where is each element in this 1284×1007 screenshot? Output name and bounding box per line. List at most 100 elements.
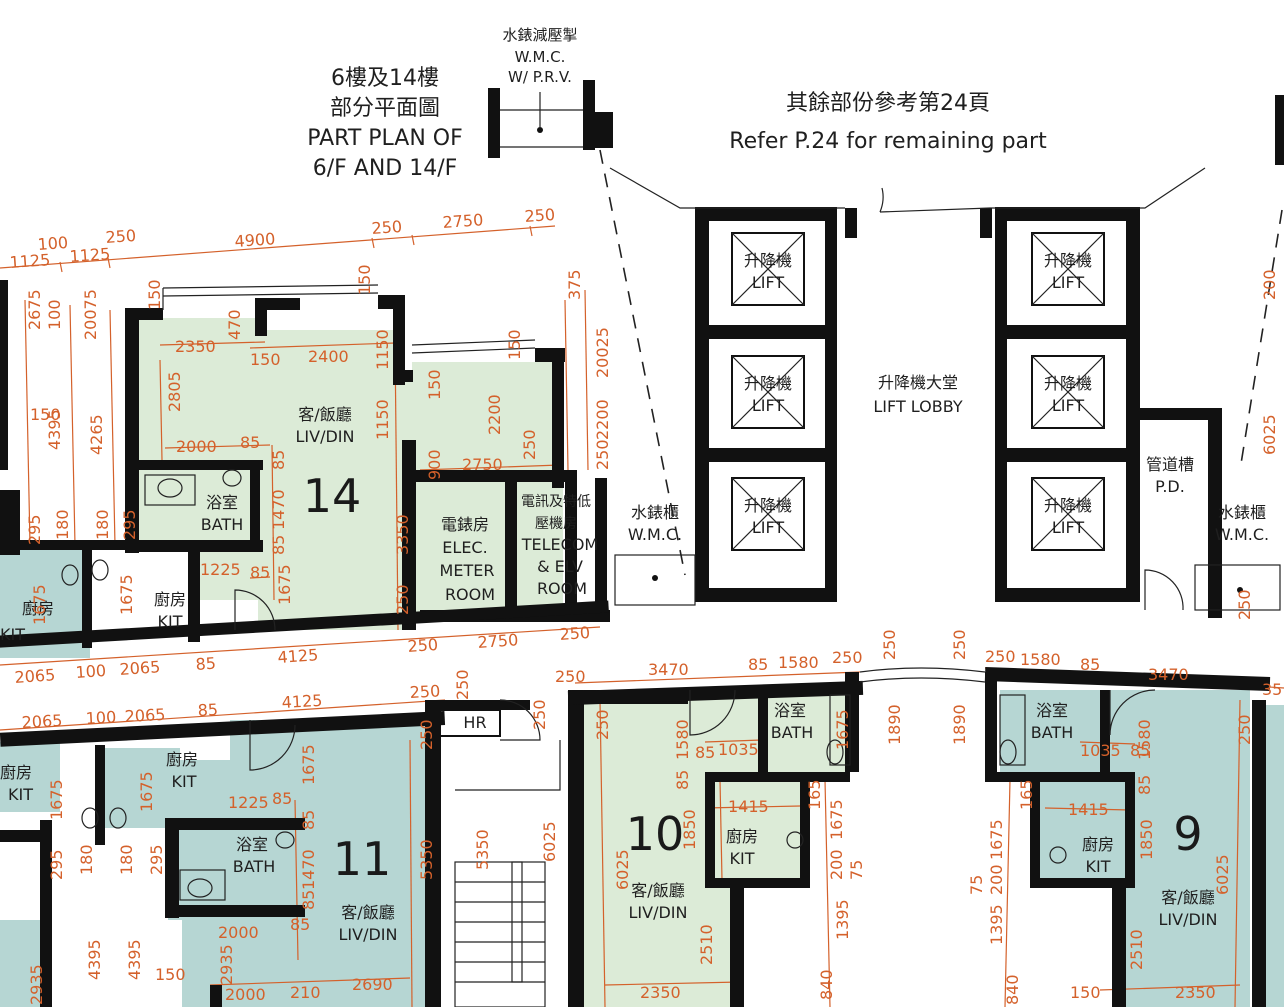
u10-bath-zh: 浴室 (774, 701, 806, 720)
dim-label: 1850 (1137, 819, 1156, 860)
dim-label: 2675 (25, 289, 44, 330)
dim-label: 1675 (987, 819, 1006, 860)
wmc-right-zh: 水錶櫃 (1218, 503, 1266, 522)
dim-label: 1675 (117, 574, 136, 615)
dim-label: 1035 (718, 740, 759, 759)
dim-label: 85 (272, 789, 292, 808)
u14-liv-zh: 客/飯廳 (298, 405, 351, 424)
dim-label: 1675 (47, 779, 66, 820)
pd-zh: 管道槽 (1146, 455, 1194, 474)
refer-en: Refer P.24 for remaining part (729, 129, 1047, 154)
dim-label: 85 (299, 890, 318, 910)
dim-label: 2750 (462, 455, 503, 474)
dim-label: 3350 (393, 514, 412, 555)
dim-label: 100 (37, 233, 69, 254)
dim-label: 150 (155, 965, 186, 984)
dim-label: 250 (832, 648, 863, 667)
lift-4-zh: 升降機 (1044, 251, 1092, 270)
u11-liv-zh: 客/飯廳 (341, 903, 394, 922)
dim-label: 295 (120, 509, 139, 540)
u11-bath-en: BATH (233, 857, 275, 876)
dim-label: 250 (105, 226, 137, 247)
dim-label: 75 (847, 860, 866, 880)
dim-label: 85 (250, 563, 270, 582)
dim-label: 1675 (30, 584, 49, 625)
dim-label: 4395 (45, 409, 64, 450)
u10-liv-zh: 客/飯廳 (631, 881, 684, 900)
dim-label: 210 (290, 983, 321, 1002)
dim-label: 2065 (21, 711, 63, 732)
dim-label: 2350 (175, 337, 216, 356)
dim-label: 250 (1235, 589, 1254, 620)
dim-label: 2750 (477, 630, 519, 652)
dim-label: 250 (1235, 714, 1254, 745)
dim-label: 35 (1262, 680, 1282, 699)
dim-label: 900 (425, 449, 444, 480)
dim-label: 4900 (234, 229, 276, 251)
dim-label: 2805 (165, 371, 184, 412)
dim-label: 2200 (485, 394, 504, 435)
left-kit2-en: KIT (8, 785, 33, 804)
u10-kit-en: KIT (730, 849, 755, 868)
dim-label: 5350 (417, 839, 436, 880)
dim-label: 295 (47, 849, 66, 880)
wmc-prv-en-1: W.M.C. (515, 48, 566, 66)
dim-label: 6025 (613, 849, 632, 890)
dim-label: 85 (1135, 775, 1154, 795)
u11-kit-en: KIT (172, 772, 197, 791)
dim-label: 1125 (69, 244, 111, 266)
u9-bath-en: BATH (1031, 723, 1073, 742)
dim-label: 150 (250, 350, 281, 369)
u10-kit-zh: 廚房 (726, 827, 758, 846)
staircase (454, 740, 561, 1007)
dim-label: 4125 (277, 645, 319, 667)
dim-label: 840 (817, 969, 836, 1000)
dim-label: 2065 (14, 665, 56, 687)
dim-label: 1580 (1135, 719, 1154, 760)
dim-label: 100 (75, 661, 107, 682)
dim-label: 150 (145, 279, 164, 310)
dim-label: 1415 (728, 797, 769, 816)
telecom-room-3: TELECOM (521, 535, 598, 554)
dim-label: 2400 (308, 347, 349, 366)
dim-label: 150 (505, 329, 524, 360)
lift-5-en: LIFT (1052, 396, 1085, 415)
elec-room-4: ROOM (445, 585, 495, 604)
dim-label: 250 (409, 681, 440, 702)
dim-label: 85 (299, 810, 318, 830)
dim-label: 250 (524, 205, 556, 226)
dim-label: 2000 (176, 437, 217, 456)
u10-liv-en: LIV/DIN (629, 903, 688, 922)
dim-label: 85 (1080, 655, 1100, 674)
dimension-lines (0, 225, 1284, 1007)
telecom-room-5: ROOM (537, 579, 587, 598)
dim-label: 180 (117, 844, 136, 875)
dim-label: 100 (85, 707, 116, 728)
dim-label: 75 (967, 875, 986, 895)
dim-label: 4395 (125, 939, 144, 980)
dim-label: 1675 (275, 564, 294, 605)
dim-label: 1675 (827, 799, 846, 840)
dim-label: 165 (805, 779, 824, 810)
dim-label: 1395 (833, 899, 852, 940)
dim-label: 2510 (1127, 929, 1146, 970)
pd-en: P.D. (1155, 477, 1185, 496)
dim-label: 150 (355, 264, 374, 295)
dim-label: 250 (950, 629, 969, 660)
dim-label: 1580 (1020, 650, 1061, 669)
dim-label: 2690 (352, 975, 393, 994)
dim-label: 100 (45, 299, 64, 330)
dim-label: 150 (30, 405, 61, 424)
dim-label: 1890 (885, 704, 904, 745)
dim-label: 470 (225, 309, 244, 340)
dim-label: 85 (1130, 741, 1150, 760)
unit-11-number: 11 (333, 832, 392, 886)
dim-label: 250 (559, 623, 591, 644)
dim-label: 4125 (281, 691, 323, 712)
dim-label: 85 (240, 433, 260, 452)
u14-liv-en: LIV/DIN (296, 427, 355, 446)
lift-1-en: LIFT (752, 273, 785, 292)
dim-label: 250 (985, 647, 1016, 666)
dim-label: 3470 (1148, 665, 1189, 684)
